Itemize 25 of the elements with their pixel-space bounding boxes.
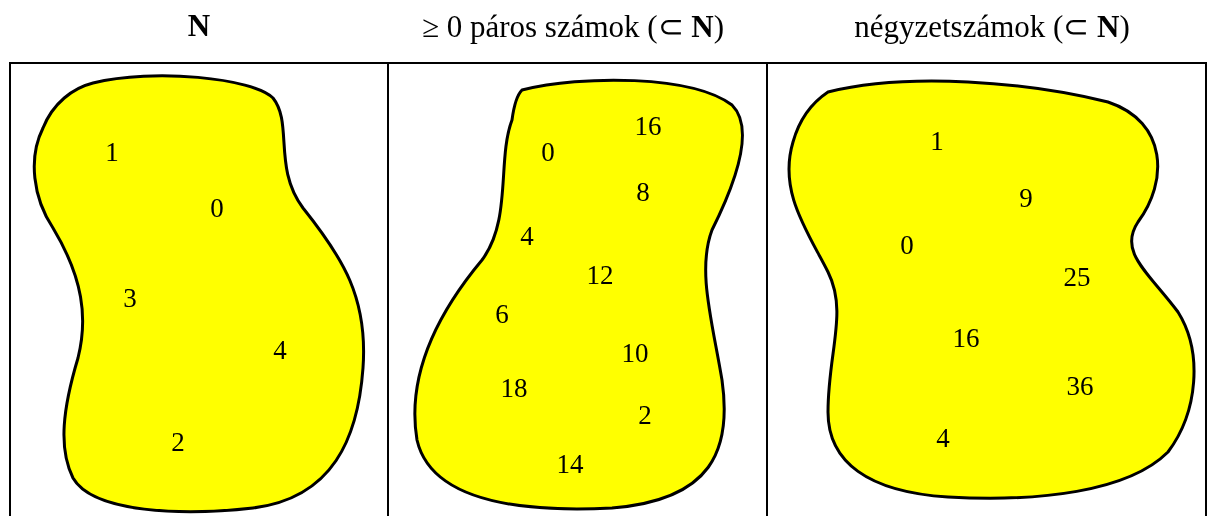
column-heading: négyzetszámok (⊂ N)	[854, 8, 1130, 45]
set-element-number: 1	[930, 127, 944, 155]
column-heading: ≥ 0 páros számok (⊂ N)	[421, 8, 725, 45]
set-element-number: 0	[541, 138, 555, 166]
set-element-number: 12	[586, 261, 614, 289]
set-element-number: 16	[634, 112, 662, 140]
set-element-number: 16	[952, 324, 980, 352]
set-element-number: 4	[273, 336, 287, 364]
set-element-number: 6	[495, 300, 509, 328]
set-element-number: 1	[105, 138, 119, 166]
set-element-number: 9	[1019, 184, 1033, 212]
column-heading: N	[187, 8, 211, 44]
set-element-number: 0	[900, 231, 914, 259]
set-element-number: 36	[1066, 372, 1094, 400]
set-element-number: 25	[1063, 263, 1091, 291]
set-element-number: 2	[171, 428, 185, 456]
set-element-number: 4	[936, 424, 950, 452]
set-element-number: 18	[500, 374, 528, 402]
set-element-number: 3	[123, 284, 137, 312]
set-element-number: 14	[556, 450, 584, 478]
set-element-number: 8	[636, 178, 650, 206]
set-element-number: 4	[520, 222, 534, 250]
set-element-number: 10	[621, 339, 649, 367]
set-element-number: 2	[638, 401, 652, 429]
set-element-number: 0	[210, 194, 224, 222]
